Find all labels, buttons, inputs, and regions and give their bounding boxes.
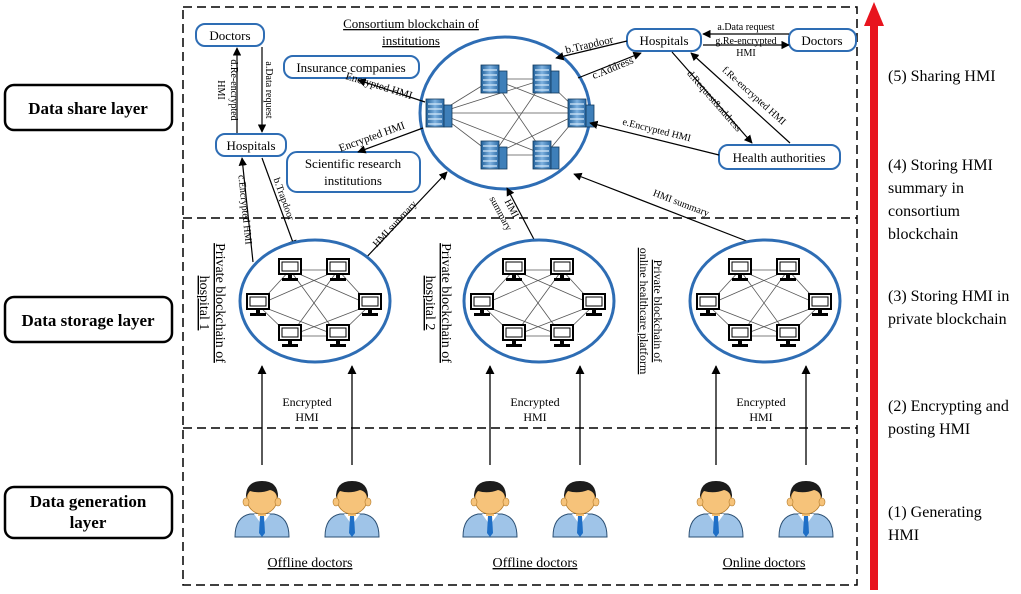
process-arrow-head [864,2,884,26]
encrypted-hmi-label-2-line2: HMI [523,410,546,424]
layers-frame [182,6,858,586]
entity-doctors-left-label: Doctors [209,28,250,43]
doctor-avatar-icon [324,480,380,538]
private-chain-3 [688,238,842,364]
edge-label-g-reencrypted-line1: g.Re-encrypted [715,36,776,47]
encrypted-hmi-label-2-line1: Encrypted [510,395,559,409]
step-1-label-line1: (1) Generating [888,504,982,521]
arrow-b-trapdoor-right [555,40,628,61]
edge-label-encrypted-hmi-research: Encrypted HMI [337,120,407,155]
arrow-e-encrypted-hmi [589,120,720,156]
entity-scientific-research [286,151,421,193]
entity-doctors-right [788,28,857,52]
doctor-avatar-icon [462,480,518,538]
step-2-label-line2: posting HMI [888,421,970,438]
layer-box-generation [3,485,174,540]
encrypted-hmi-label-1-line2: HMI [295,410,318,424]
arrow-encrypted-hmi-insurance [357,78,426,103]
entity-insurance-label: Insurance companies [296,60,405,75]
doctor-avatar-icon [234,480,290,538]
arrow-c-address-right [577,51,642,79]
entity-hospitals-left-label: Hospitals [226,138,275,153]
doctor-group-2-label: Offline doctors [493,556,578,571]
arrow-hmi-summary-1 [361,171,448,263]
edge-label-c-address-right: c.Address [590,54,635,81]
private-chain-1-label-line2: hospital 1 [196,276,211,331]
step-3-label-line2: private blockchain [888,311,1007,328]
doctor-avatar-icon [552,480,608,538]
arrow-d-request-address [671,51,753,144]
entity-insurance-companies [283,55,420,79]
edge-label-g-reencrypted-line2: HMI [736,48,755,59]
consortium-title-line1: Consortium blockchain of [343,16,479,31]
arrow-b-trapdoor-left [261,157,297,249]
private-chain-2-label-line1: Private blockchain of [438,243,453,363]
encrypted-hmi-label-3-line2: HMI [749,410,772,424]
private-chain-2-label-line2: hospital 2 [422,276,437,331]
private-chain-2 [462,238,616,364]
edge-label-d-reencrypted-line2: HMI [215,80,226,99]
edge-label-a-data-request-left: a.Data request [263,61,274,118]
layer-box-storage [3,295,174,344]
arrow-encrypted-hmi-research [357,127,424,154]
edge-label-d-reencrypted-line1: d.Re-encrypted [228,59,239,120]
encrypted-hmi-label-3-line1: Encrypted [736,395,785,409]
arrow-c-encrypted-hmi-left [238,157,254,263]
layer-label-generation-line2: layer [70,513,107,532]
arrow-f-reencrypted-hmi [690,52,791,144]
entity-doctors-left [195,23,265,47]
entity-research-label-line2: institutions [324,173,382,188]
doctor-group-1-label: Offline doctors [268,556,353,571]
edge-label-b-trapdoor-right: b.Trapdoor [564,34,615,57]
layer-label-generation-line1: Data generation [30,492,147,511]
consortium-title-line2: institutions [382,33,440,48]
arrow-hmi-summary-3 [573,172,763,248]
entity-hospitals-right [626,28,702,52]
step-4-label-line2: summary in [888,180,964,197]
step-5-label: (5) Sharing HMI [888,68,996,85]
entity-hospitals-right-label: Hospitals [639,33,688,48]
doctor-group-3-label: Online doctors [723,556,806,571]
edge-label-a-data-request-right: a.Data request [717,22,774,33]
step-4-label-line3: consortium [888,203,961,220]
entity-hospitals-left [215,133,287,157]
step-3-label-line1: (3) Storing HMI in [888,288,1009,305]
arrow-hmi-summary-2 [506,187,539,248]
edge-label-hmi-summary-3: HMI summary [651,188,710,219]
entity-health-authorities-label: Health authorities [733,150,826,165]
layer-label-storage: Data storage layer [21,311,155,330]
entity-health-authorities [718,144,841,170]
layer-box-share [3,83,174,132]
doctor-avatar-icon [778,480,834,538]
step-2-label-line1: (2) Encrypting and [888,398,1009,415]
edge-label-c-encrypted-hmi-left: c.Encrypted HMI [235,174,253,245]
private-chain-1 [238,238,392,364]
entity-research-label-line1: Scientific research [305,156,402,171]
private-chain-1-label-line1: Private blockchain of [212,243,227,363]
entity-doctors-right-label: Doctors [801,33,842,48]
layer-label-share: Data share layer [28,99,148,118]
step-4-label-line4: blockchain [888,226,958,243]
private-chain-3-label-line2: online healthcare platform [637,248,651,375]
encrypted-hmi-label-1-line1: Encrypted [282,395,331,409]
private-chain-3-label-line1: Private blockchain of [651,260,665,363]
process-arrow-shaft [870,22,878,590]
step-4-label-line1: (4) Storing HMI [888,157,993,174]
doctor-avatar-icon [688,480,744,538]
edge-label-hmi-summary-1: HMI summary [371,199,419,250]
edge-label-e-encrypted-hmi: e.Encrypted HMI [621,117,692,145]
step-1-label-line2: HMI [888,527,919,544]
